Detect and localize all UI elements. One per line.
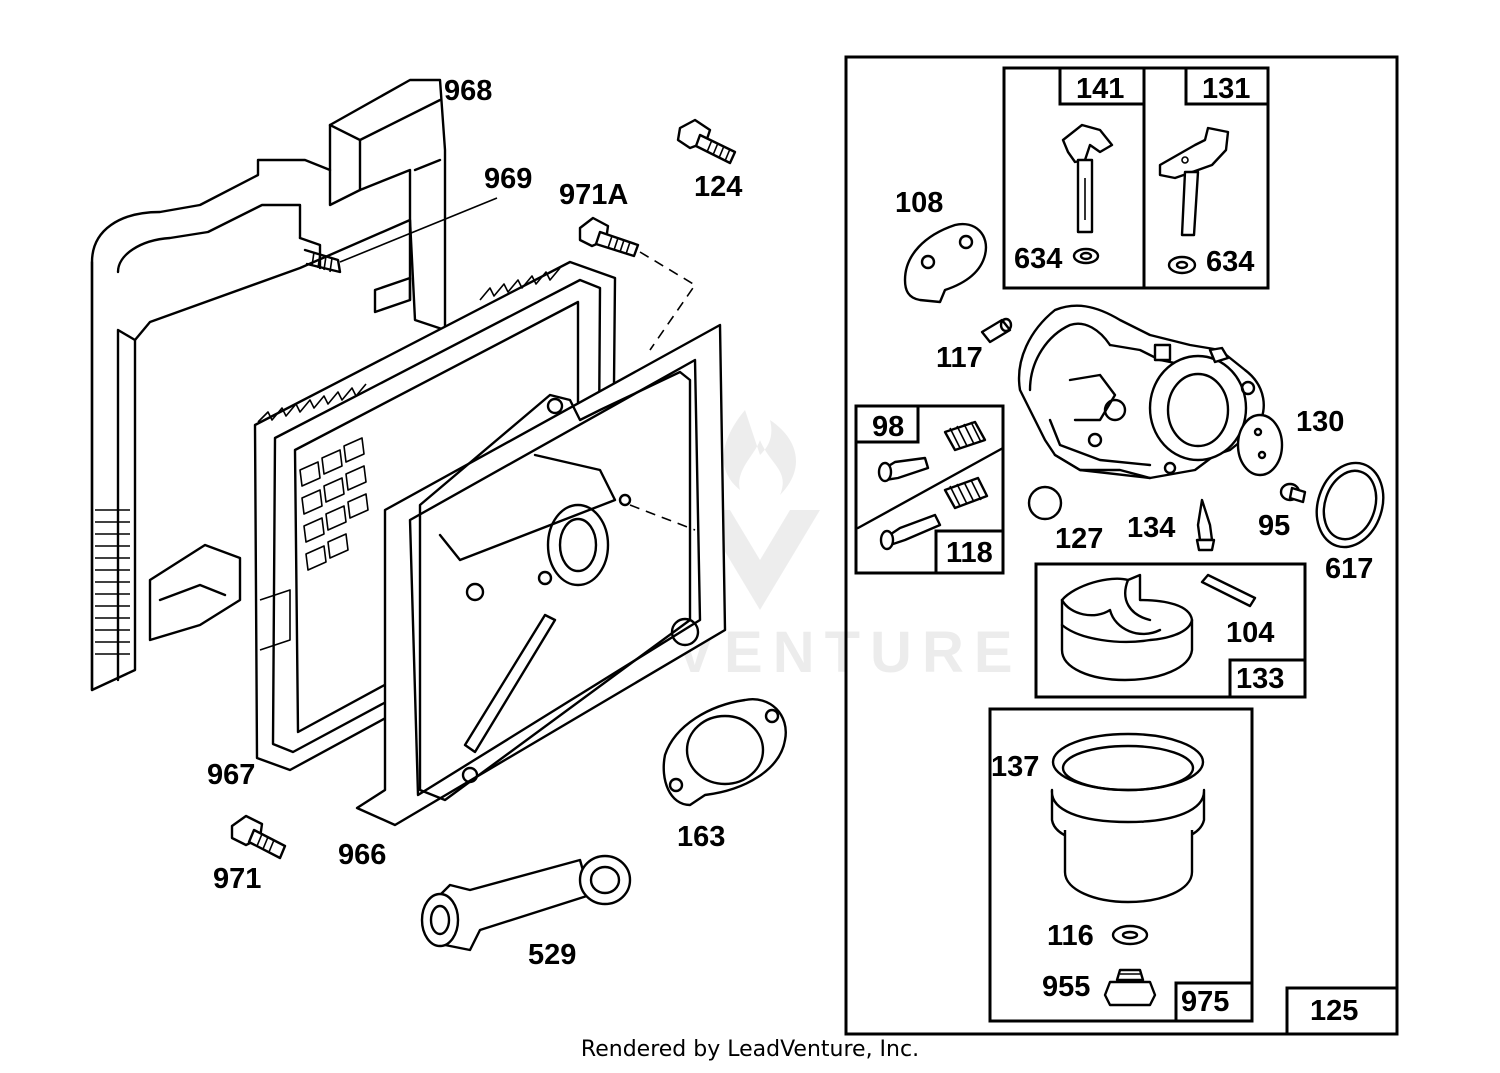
label-966[interactable]: 966	[338, 839, 386, 871]
part-955-bowl-nut[interactable]	[1103, 968, 1157, 1007]
part-529-elbow-tube[interactable]	[420, 854, 632, 952]
label-968[interactable]: 968	[444, 75, 492, 107]
part-idle-speed-screw[interactable]	[877, 420, 987, 483]
kit-label-141[interactable]: 141	[1076, 73, 1124, 105]
part-137-float-bowl[interactable]	[1050, 732, 1206, 904]
kit-label-118[interactable]: 118	[946, 537, 993, 569]
leader-969	[339, 197, 498, 263]
part-95-screw[interactable]	[1279, 482, 1307, 504]
part-617-o-ring[interactable]	[1306, 454, 1393, 556]
part-966-air-cleaner-cover[interactable]	[355, 323, 727, 827]
part-104-float-pin[interactable]	[1200, 573, 1257, 608]
kit-133-box	[1034, 562, 1307, 699]
kit-label-131[interactable]: 131	[1202, 73, 1250, 105]
label-104[interactable]: 104	[1226, 617, 1274, 649]
carburetor-assembly-frame	[844, 55, 1399, 1036]
part-971A-bolt[interactable]	[578, 216, 640, 258]
kit-label-125[interactable]: 125	[1310, 995, 1358, 1027]
part-971-bolt[interactable]	[230, 814, 287, 860]
label-124[interactable]: 124	[694, 171, 742, 203]
part-127-welch-plug[interactable]	[1027, 485, 1063, 521]
label-108[interactable]: 108	[895, 187, 943, 219]
label-971[interactable]: 971	[213, 863, 261, 895]
label-971A[interactable]: 971A	[559, 179, 628, 211]
part-carburetor-body[interactable]	[1017, 304, 1265, 480]
label-955[interactable]: 955	[1042, 971, 1090, 1003]
kit-98-118-box	[854, 404, 1005, 575]
label-127[interactable]: 127	[1055, 523, 1103, 555]
label-617[interactable]: 617	[1325, 553, 1373, 585]
label-130[interactable]: 130	[1296, 406, 1344, 438]
part-124-bolt[interactable]	[676, 118, 737, 165]
label-137[interactable]: 137	[991, 751, 1039, 783]
part-108-choke-plate[interactable]	[903, 222, 988, 304]
footer-credit: Rendered by LeadVenture, Inc.	[580, 1037, 920, 1062]
part-130-throttle-plate[interactable]	[1236, 413, 1284, 477]
label-116[interactable]: 116	[1047, 920, 1094, 952]
label-117[interactable]: 117	[936, 342, 983, 374]
label-634-throttle[interactable]: 634	[1014, 243, 1062, 275]
label-529[interactable]: 529	[528, 939, 576, 971]
part-163-gasket[interactable]	[662, 698, 787, 807]
kit-label-975[interactable]: 975	[1181, 986, 1229, 1018]
label-969[interactable]: 969	[484, 163, 532, 195]
part-116-washer[interactable]	[1111, 924, 1149, 946]
kit-975-box	[988, 707, 1254, 1023]
label-967[interactable]: 967	[207, 759, 255, 791]
part-idle-mixture-screw[interactable]	[879, 476, 989, 551]
label-95[interactable]: 95	[1258, 510, 1290, 542]
part-968-air-cleaner-base[interactable]	[90, 78, 447, 692]
watermark-logo-icon	[700, 410, 820, 610]
label-634-choke[interactable]: 634	[1206, 246, 1254, 278]
part-134-inlet-needle[interactable]	[1195, 498, 1216, 552]
part-throttle-shaft[interactable]	[1061, 123, 1114, 265]
kit-label-98[interactable]: 98	[872, 411, 904, 443]
kit-divider	[856, 446, 1005, 530]
label-134[interactable]: 134	[1127, 512, 1175, 544]
part-117-pin[interactable]	[980, 317, 1013, 344]
part-float[interactable]	[1060, 573, 1194, 682]
label-163[interactable]: 163	[677, 821, 725, 853]
part-choke-shaft[interactable]	[1158, 126, 1230, 275]
kit-label-133[interactable]: 133	[1236, 663, 1284, 695]
